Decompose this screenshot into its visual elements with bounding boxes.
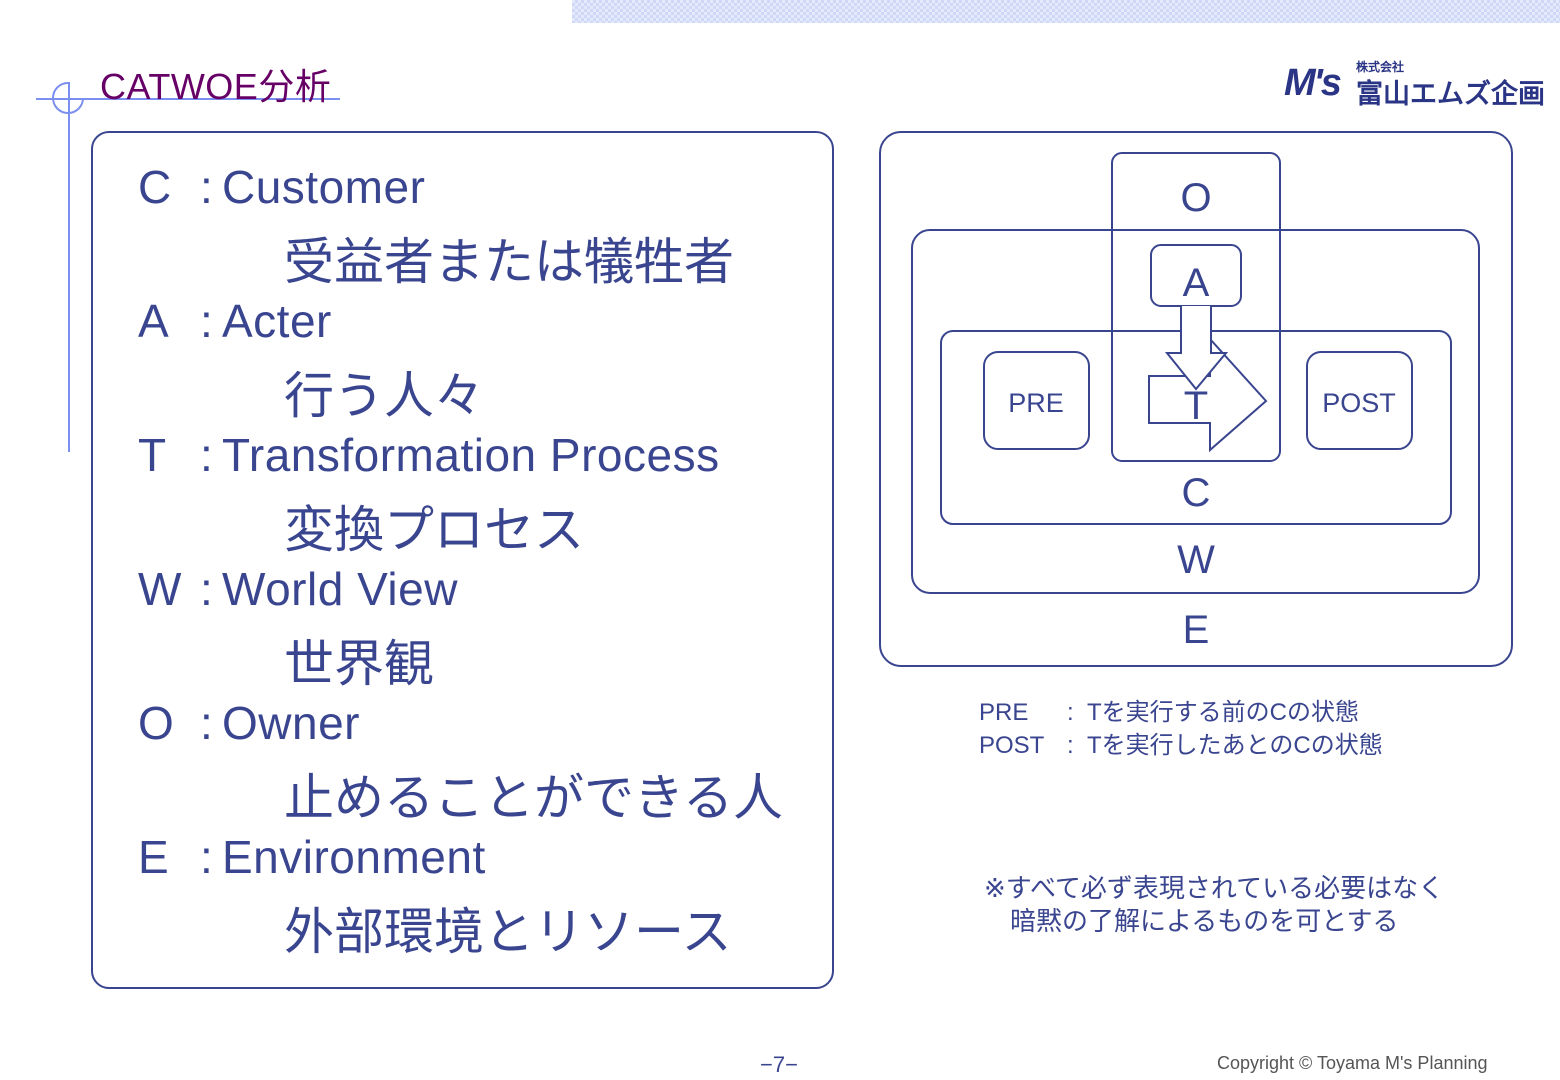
header-decorative-band [572, 0, 1560, 23]
definition-colon: : [200, 697, 213, 749]
legend-value: Tを実行する前のCの状態 [1087, 699, 1359, 726]
logo-company-name: 富山エムズ企画 [1356, 79, 1545, 109]
acter-down-arrow-icon [1164, 306, 1229, 391]
diagram-label-W: W [1177, 538, 1215, 582]
definition-colon: : [200, 563, 213, 615]
catwoe-definitions-box [91, 131, 834, 989]
definition-japanese: 行う人々 [284, 368, 484, 424]
definition-key: E [138, 831, 169, 883]
world-view-box-W [911, 229, 1480, 594]
footnote-line-1: ※すべて必ず表現されている必要はなく [984, 873, 1445, 903]
page-title: CATWOE分析 [100, 66, 332, 107]
definition-key: C [138, 161, 172, 213]
legend-key: POST [979, 732, 1045, 759]
definition-japanese: 世界観 [284, 636, 434, 692]
definition-term: Owner [222, 697, 360, 749]
definition-key: O [138, 697, 174, 749]
owner-box-O [1111, 152, 1281, 462]
definition-term: Transformation Process [222, 429, 720, 481]
footnote: ※すべて必ず表現されている必要はなく 暗黙の了解によるものを可とする [984, 872, 1444, 938]
definition-japanese: 外部環境とリソース [284, 904, 732, 960]
company-logo: M's 株式会社 富山エムズ企画 [1284, 58, 1545, 109]
legend-key: PRE [979, 699, 1029, 726]
catwoe-diagram: O A T C W E PRE POST [911, 152, 1480, 652]
post-box [1306, 351, 1413, 450]
title-ornament-vertical-line [68, 82, 70, 452]
diagram-label-C: C [1182, 471, 1211, 515]
diagram-label-O: O [1180, 176, 1211, 220]
footnote-line-2: 暗黙の了解によるものを可とする [1010, 906, 1399, 936]
legend-colon: : [1067, 732, 1074, 759]
diagram-label-E: E [1183, 608, 1210, 652]
definition-term: Customer [222, 161, 426, 213]
diagram-label-pre: PRE [1008, 388, 1064, 418]
definition-term: Environment [222, 831, 486, 883]
definition-colon: : [200, 831, 213, 883]
logo-mark: M's [1284, 62, 1342, 104]
diagram-label-T: T [1184, 384, 1208, 428]
logo-company-type: 株式会社 [1356, 60, 1405, 74]
definition-term: Acter [222, 295, 332, 347]
definition-japanese: 変換プロセス [284, 502, 584, 558]
title-underline [36, 98, 340, 100]
definition-key: W [138, 563, 182, 615]
definition-japanese: 止めることができる人 [284, 770, 783, 826]
environment-box-E [879, 131, 1513, 667]
page-number: −7− [760, 1052, 798, 1077]
legend-colon: : [1067, 699, 1074, 726]
definition-colon: : [200, 295, 213, 347]
copyright: Copyright © Toyama M's Planning [1217, 1053, 1488, 1073]
pre-box [983, 351, 1090, 450]
definition-colon: : [200, 161, 213, 213]
definition-key: A [138, 295, 169, 347]
definition-key: T [138, 429, 167, 481]
legend-value: Tを実行したあとのCの状態 [1087, 732, 1383, 759]
definition-term: World View [222, 563, 458, 615]
definition-colon: : [200, 429, 213, 481]
diagram-label-A: A [1183, 261, 1210, 305]
definition-japanese: 受益者または犠牲者 [284, 234, 734, 290]
diagram-label-post: POST [1322, 388, 1396, 418]
